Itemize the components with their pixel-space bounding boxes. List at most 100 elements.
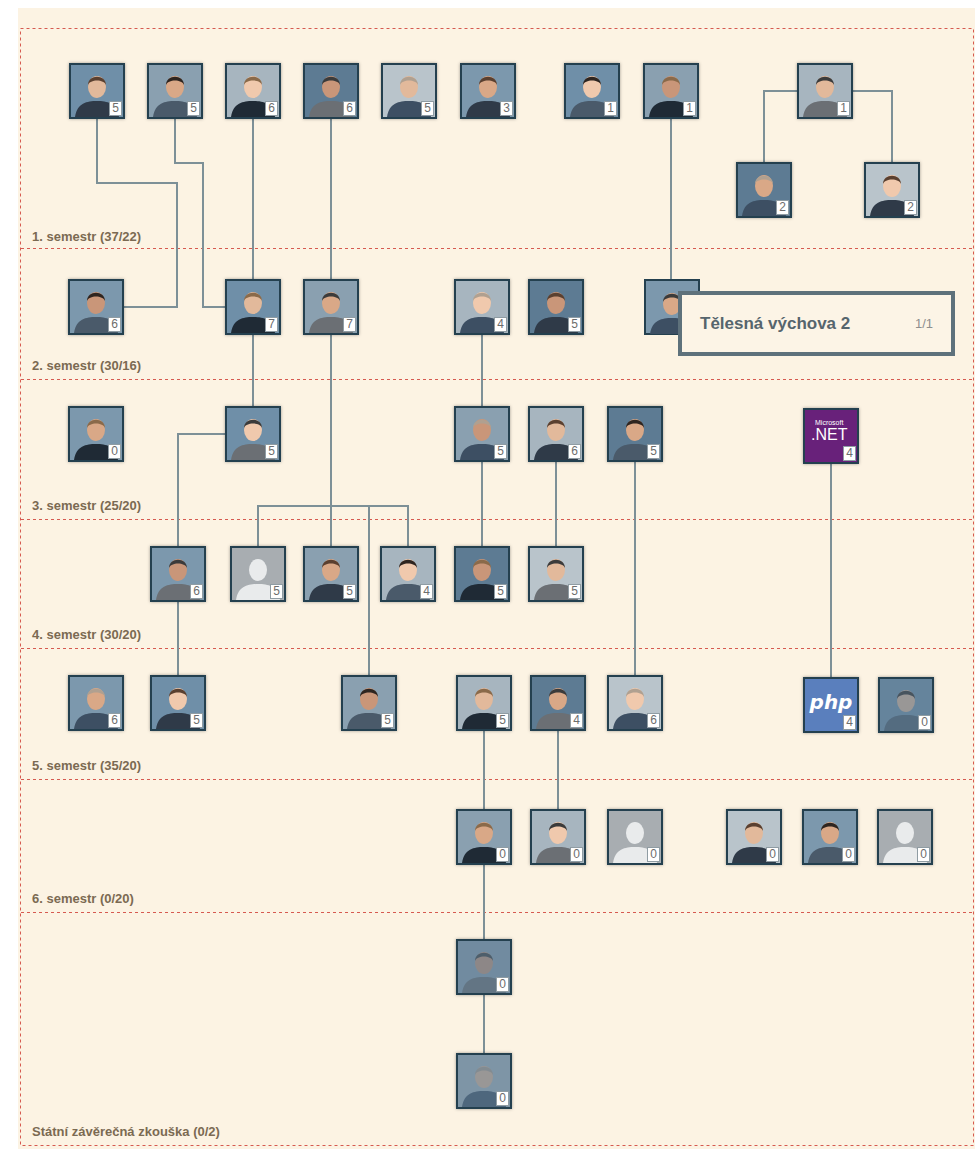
credit-count: 5 bbox=[343, 584, 356, 599]
region-border bbox=[21, 29, 974, 1146]
course-tile: 0 bbox=[802, 809, 858, 865]
course-tile: 0 bbox=[877, 809, 933, 865]
credit-count: 4 bbox=[570, 713, 583, 728]
course-tile: 4 bbox=[530, 675, 586, 731]
prerequisite-line bbox=[853, 91, 892, 162]
credit-count: 6 bbox=[265, 101, 278, 116]
course-tile: 0 bbox=[68, 406, 124, 462]
course-tile: 2 bbox=[736, 162, 792, 218]
course-tile: 5 bbox=[69, 63, 125, 119]
course-tile: 7 bbox=[303, 279, 359, 335]
credit-count: 5 bbox=[381, 713, 394, 728]
course-tile: 5 bbox=[456, 675, 512, 731]
credit-count: 0 bbox=[570, 847, 583, 862]
ground bbox=[18, 8, 975, 1149]
credit-count: 0 bbox=[108, 444, 121, 459]
prerequisite-line bbox=[483, 865, 485, 939]
course-name: Tělesná výchova 2 bbox=[700, 314, 850, 334]
credit-count: 6 bbox=[647, 713, 660, 728]
credit-count: 7 bbox=[343, 317, 356, 332]
credit-count: 2 bbox=[904, 200, 917, 215]
logo-text: Microsoft bbox=[815, 419, 843, 427]
prerequisite-line bbox=[483, 995, 485, 1053]
credit-count: 4 bbox=[843, 715, 856, 730]
logo-text: .NET bbox=[811, 426, 847, 444]
semester-label: Státní závěrečná zkouška (0/2) bbox=[32, 1124, 222, 1139]
prerequisite-line bbox=[177, 602, 179, 675]
credit-count: 4 bbox=[843, 446, 856, 461]
course-tile: 5 bbox=[454, 406, 510, 462]
course-tile: 5 bbox=[150, 675, 206, 731]
course-credits: 1/1 bbox=[915, 316, 933, 331]
course-tile: 4 bbox=[380, 546, 436, 602]
prerequisite-line bbox=[557, 731, 559, 809]
prerequisite-line bbox=[331, 335, 369, 675]
prerequisite-line bbox=[481, 462, 483, 546]
course-tile: 6 bbox=[68, 279, 124, 335]
prerequisite-line bbox=[330, 119, 332, 279]
course-tile: 5 bbox=[230, 546, 286, 602]
semester-label: 1. semestr (37/22) bbox=[32, 229, 143, 244]
credit-count: 5 bbox=[568, 584, 581, 599]
prerequisite-line bbox=[481, 335, 483, 406]
course-tile: 2 bbox=[864, 162, 920, 218]
credit-count: 5 bbox=[270, 584, 283, 599]
course-tile: 0 bbox=[456, 939, 512, 995]
course-tile: 1 bbox=[564, 63, 620, 119]
credit-count: 0 bbox=[496, 1091, 509, 1106]
prerequisite-line bbox=[634, 462, 636, 675]
credit-count: 0 bbox=[842, 847, 855, 862]
credit-count: 4 bbox=[494, 317, 507, 332]
credit-count: 6 bbox=[108, 317, 121, 332]
course-tile: 6 bbox=[225, 63, 281, 119]
prerequisite-line bbox=[252, 119, 254, 279]
course-tile: 0 bbox=[726, 809, 782, 865]
credit-count: 6 bbox=[343, 101, 356, 116]
prerequisite-line bbox=[252, 335, 254, 406]
semester-label: 5. semestr (35/20) bbox=[32, 758, 143, 773]
credit-count: 1 bbox=[604, 101, 617, 116]
course-tooltip: Tělesná výchova 2 1/1 bbox=[678, 291, 955, 356]
course-tile: 6 bbox=[303, 63, 359, 119]
credit-count: 0 bbox=[647, 847, 660, 862]
course-tile: 5 bbox=[528, 279, 584, 335]
credit-count: 0 bbox=[766, 847, 779, 862]
course-tile: 5 bbox=[147, 63, 203, 119]
prerequisite-line bbox=[830, 464, 832, 677]
credit-count: 5 bbox=[265, 444, 278, 459]
course-tile: 5 bbox=[225, 406, 281, 462]
course-tile: 0 bbox=[878, 677, 934, 733]
credit-count: 5 bbox=[647, 444, 660, 459]
prerequisite-line bbox=[483, 731, 485, 809]
credit-count: 7 bbox=[265, 317, 278, 332]
course-tile: php 4 bbox=[803, 677, 859, 733]
course-tile: 6 bbox=[528, 406, 584, 462]
course-tile: 5 bbox=[454, 546, 510, 602]
course-tile: 1 bbox=[797, 63, 853, 119]
semester-label: 4. semestr (30/20) bbox=[32, 627, 143, 642]
course-tile: 0 bbox=[456, 809, 512, 865]
course-tile: 5 bbox=[341, 675, 397, 731]
course-tile: 0 bbox=[607, 809, 663, 865]
semester-label: 6. semestr (0/20) bbox=[32, 891, 136, 906]
logo-text: php bbox=[805, 691, 857, 713]
credit-count: 6 bbox=[108, 713, 121, 728]
course-tile: 1 bbox=[643, 63, 699, 119]
prerequisite-line bbox=[670, 119, 672, 279]
course-tile: 5 bbox=[607, 406, 663, 462]
course-tile: 6 bbox=[607, 675, 663, 731]
credit-count: 5 bbox=[421, 101, 434, 116]
course-tile: 6 bbox=[150, 546, 206, 602]
credit-count: 2 bbox=[776, 200, 789, 215]
credit-count: 5 bbox=[190, 713, 203, 728]
credit-count: 0 bbox=[918, 715, 931, 730]
credit-count: 6 bbox=[568, 444, 581, 459]
prerequisite-line bbox=[178, 434, 225, 546]
credit-count: 1 bbox=[683, 101, 696, 116]
credit-count: 5 bbox=[496, 713, 509, 728]
credit-count: 3 bbox=[500, 101, 513, 116]
credit-count: 0 bbox=[917, 847, 930, 862]
course-tile: 5 bbox=[303, 546, 359, 602]
semester-dividers bbox=[21, 249, 973, 913]
course-tile: 7 bbox=[225, 279, 281, 335]
